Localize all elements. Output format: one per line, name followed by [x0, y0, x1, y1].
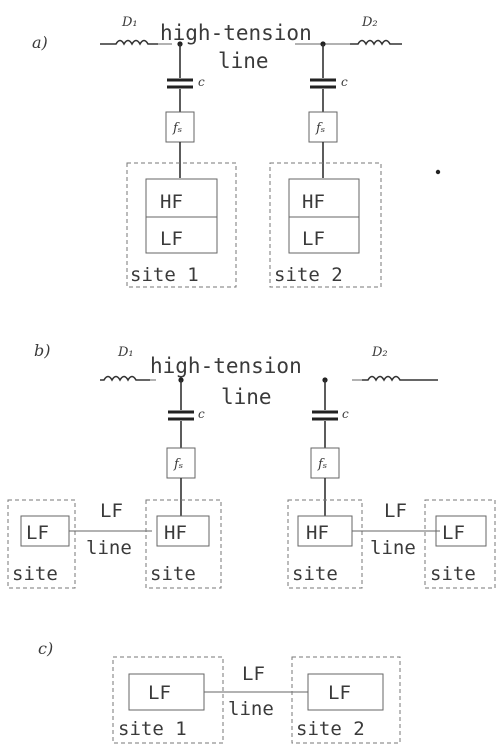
hf-lf-unit: [288, 178, 360, 254]
site-label: site: [292, 563, 338, 585]
hf-label: HF: [164, 522, 187, 544]
high-tension-line-label-2: line: [218, 49, 269, 73]
lf-label: LF: [148, 682, 171, 704]
filter-fs-label: fₛ: [315, 121, 325, 136]
scan-speck: [435, 169, 441, 175]
lf-site-boundary: [7, 499, 76, 589]
hf-label: HF: [302, 191, 325, 213]
lf-label: LF: [442, 522, 465, 544]
lf-label: LF: [26, 522, 49, 544]
lf-box: [435, 515, 487, 547]
filter-fs-label: fₛ: [173, 457, 183, 472]
capacitor-c-label: c: [341, 75, 348, 89]
choke-d2-label: D₂: [371, 345, 388, 360]
lf-line-label: LF: [384, 500, 407, 522]
hf-lf-unit: [145, 178, 218, 254]
choke-d1-label: D₁: [121, 15, 138, 30]
diagram-b-label: b): [34, 341, 50, 360]
diagram-a: a) D₁ D₂ high-tension line c fₛ HF LF si…: [32, 15, 402, 288]
site-1-label: site 1: [118, 718, 187, 740]
lf-line-label-2: line: [370, 537, 416, 559]
right-choke-icon: [362, 375, 438, 382]
high-tension-line-label: high-tension: [150, 354, 302, 378]
high-tension-line-label-2: line: [221, 385, 272, 409]
site-2-label: site 2: [274, 264, 343, 286]
diagram-c: c) LF site 1 LF line LF site 2: [38, 639, 401, 744]
lf-label: LF: [328, 682, 351, 704]
lf-label: LF: [160, 228, 183, 250]
choke-d1-label: D₁: [117, 345, 134, 360]
capacitor-c-label: c: [342, 407, 349, 421]
right-choke-icon: [350, 39, 402, 46]
capacitor-c-label: c: [198, 75, 205, 89]
high-tension-line-label: high-tension: [160, 21, 312, 45]
site-label: site: [150, 563, 196, 585]
site-1-boundary: [126, 162, 237, 288]
filter-fs-label: fₛ: [317, 457, 327, 472]
lf-line-label: LF: [242, 663, 265, 685]
diagram-c-label: c): [38, 639, 53, 658]
site-2-label: site 2: [296, 718, 365, 740]
lf-box: [307, 673, 384, 711]
filter-fs-label: fₛ: [172, 121, 182, 136]
choke-d2-label: D₂: [361, 15, 378, 30]
lf-label: LF: [302, 228, 325, 250]
diagram-a-label: a): [32, 33, 48, 52]
hf-label: HF: [306, 522, 329, 544]
capacitor-c-label: c: [198, 407, 205, 421]
site-2-boundary: [269, 162, 382, 288]
hf-box: [156, 515, 210, 547]
hf-site-boundary: [287, 499, 363, 589]
diagram-b: b) D₁ D₂ high-tension line c fₛ LF site …: [7, 341, 496, 589]
lf-line-label: LF: [100, 500, 123, 522]
left-choke-icon: [100, 39, 158, 46]
lf-site-boundary: [424, 499, 496, 589]
site-2-boundary: [291, 656, 401, 744]
left-choke-icon: [100, 375, 150, 382]
site-1-label: site 1: [130, 264, 199, 286]
hf-label: HF: [160, 191, 183, 213]
site-label: site: [12, 563, 58, 585]
lf-line-label-2: line: [86, 537, 132, 559]
lf-line-label-2: line: [228, 698, 274, 720]
hf-site-boundary: [145, 499, 222, 589]
site-label: site: [430, 563, 476, 585]
